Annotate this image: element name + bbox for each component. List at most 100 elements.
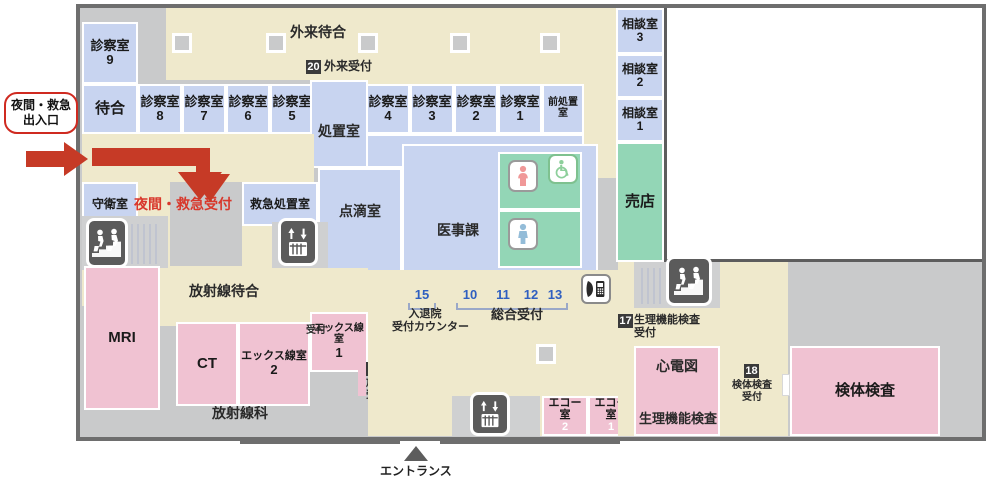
label-general-reception: 総合受付 <box>490 307 543 322</box>
room-xray-2-number: 2 <box>270 361 278 377</box>
room-pre-treatment[interactable]: 前処置室 <box>542 84 584 134</box>
elevator-icon-bottom <box>470 392 510 436</box>
room-echo-2[interactable]: エコー室 2 <box>542 396 588 436</box>
room-exam-7[interactable]: 診察室 7 <box>182 84 226 134</box>
counter-number-15: 15 <box>414 287 430 302</box>
label-treatment: 処置室 <box>318 123 360 139</box>
label-physiology-reception-l2: 受付 <box>634 326 656 339</box>
pillar-1 <box>172 33 192 53</box>
room-ct-label: CT <box>197 354 217 372</box>
room-xray-1-number: 1 <box>335 344 343 360</box>
label-physiology: 生理機能検査 <box>638 411 717 426</box>
callout-line1: 夜間・救急 <box>10 98 71 112</box>
counter-number-10: 10 <box>462 287 478 302</box>
room-exam-8-name: 診察室 <box>140 93 180 109</box>
stairs-icon-right <box>666 256 712 306</box>
red-arrow-route <box>92 144 252 206</box>
label-specimen-reception-l2: 受付 <box>742 391 762 403</box>
pillar-2 <box>266 33 286 53</box>
room-consult-2-name: 相談室 <box>621 62 658 77</box>
room-specimen-label: 検体検査 <box>834 381 895 399</box>
phone-icon <box>581 274 611 304</box>
label-reception-word-xray: 受付 <box>306 325 326 336</box>
room-exam-4-number: 4 <box>384 108 392 123</box>
room-ct[interactable]: CT <box>176 322 238 406</box>
room-specimen[interactable]: 検体検査 <box>790 346 940 436</box>
label-drip: 点滴室 <box>339 203 381 219</box>
label-physiology-reception-l1: 生理機能検査 <box>634 314 700 326</box>
label-outpatient-reception: 外来受付 <box>324 59 373 73</box>
room-exam-5[interactable]: 診察室 5 <box>270 84 314 134</box>
callout-line2: 出入口 <box>22 113 59 127</box>
room-exam-9-name: 診察室 <box>90 37 130 53</box>
counter-number-12: 12 <box>523 287 539 302</box>
room-consult-3[interactable]: 相談室 3 <box>616 8 664 54</box>
pillar-3 <box>358 33 378 53</box>
label-medical-affairs: 医事課 <box>437 222 479 238</box>
room-exam-1[interactable]: 診察室 1 <box>498 84 542 134</box>
counter-strip-specimen <box>782 374 790 396</box>
label-admission-counter-l2: 受付カウンター <box>392 320 469 333</box>
counter-number-11: 11 <box>496 287 510 302</box>
room-shop[interactable]: 売店 <box>616 142 664 262</box>
red-arrow-entry <box>26 142 88 176</box>
counter-bracket-general <box>456 303 568 310</box>
label-specimen-reception: 検体検査 受付 <box>722 380 782 403</box>
elevator-icon <box>278 218 318 266</box>
room-xray-1-name: エックス線室 <box>314 323 364 345</box>
pillar-5 <box>540 33 560 53</box>
room-pre-treatment-label: 前処置室 <box>548 97 578 119</box>
room-exam-1-name: 診察室 <box>500 93 540 109</box>
label-specimen-reception-l1: 検体検査 <box>732 380 772 391</box>
room-exam-8[interactable]: 診察室 8 <box>138 84 182 134</box>
corridor-reception-front <box>368 292 618 352</box>
room-exam-7-name: 診察室 <box>184 93 224 109</box>
entrance-arrow-icon <box>404 446 428 461</box>
room-waiting[interactable]: 待合 <box>82 84 138 134</box>
room-exam-6-number: 6 <box>244 108 252 123</box>
label-ecg: 心電図 <box>656 358 698 374</box>
room-exam-8-number: 8 <box>156 108 164 123</box>
room-consult-2[interactable]: 相談室 2 <box>616 54 664 98</box>
badge-specimen-reception: 18 <box>744 364 759 378</box>
room-exam-3-number: 3 <box>428 108 436 123</box>
restroom-women-icon <box>508 160 538 192</box>
room-physiology[interactable] <box>634 346 720 436</box>
entrance-base-left <box>240 441 400 444</box>
label-emergency-reception: 夜間・救急受付 <box>134 196 232 212</box>
room-exam-2[interactable]: 診察室 2 <box>454 84 498 134</box>
label-radiology-waiting: 放射線待合 <box>189 283 259 299</box>
room-exam-6[interactable]: 診察室 6 <box>226 84 270 134</box>
room-exam-1-number: 1 <box>516 108 524 123</box>
room-xray-1[interactable]: エックス線室 1 <box>310 312 368 372</box>
counter-number-13: 13 <box>547 287 563 302</box>
pillar-6 <box>536 344 556 364</box>
restroom-men-icon <box>508 218 538 250</box>
label-entrance: エントランス <box>380 464 452 477</box>
corridor-upper-right <box>598 8 618 178</box>
room-shop-label: 売店 <box>624 192 655 210</box>
room-exam-4[interactable]: 診察室 4 <box>366 84 410 134</box>
badge-outpatient-reception: 20 <box>306 60 321 74</box>
room-echo-1-number: 1 <box>607 420 615 433</box>
room-emergency-treatment-label: 救急処置室 <box>249 196 310 211</box>
room-exam-2-name: 診察室 <box>456 93 496 109</box>
room-drip[interactable] <box>318 168 402 280</box>
pillar-4 <box>450 33 470 53</box>
room-mri[interactable]: MRI <box>84 266 160 410</box>
room-consult-1[interactable]: 相談室 1 <box>616 98 664 142</box>
room-exam-4-name: 診察室 <box>368 93 408 109</box>
room-exam-2-number: 2 <box>472 108 480 123</box>
room-exam-3[interactable]: 診察室 3 <box>410 84 454 134</box>
room-xray-2[interactable]: エックス線室 2 <box>238 322 310 406</box>
room-consult-3-number: 3 <box>636 30 644 44</box>
callout-night-emergency-entrance: 夜間・救急 出入口 <box>4 92 78 134</box>
room-exam-6-name: 診察室 <box>228 93 268 109</box>
room-xray-2-name: エックス線室 <box>241 350 307 363</box>
entrance-base-right <box>440 441 620 444</box>
stairs-left-hatch <box>128 222 172 266</box>
room-exam-5-name: 診察室 <box>272 93 312 109</box>
room-exam-9[interactable]: 診察室 9 <box>82 22 138 84</box>
stairs-right-hatch <box>638 266 672 306</box>
